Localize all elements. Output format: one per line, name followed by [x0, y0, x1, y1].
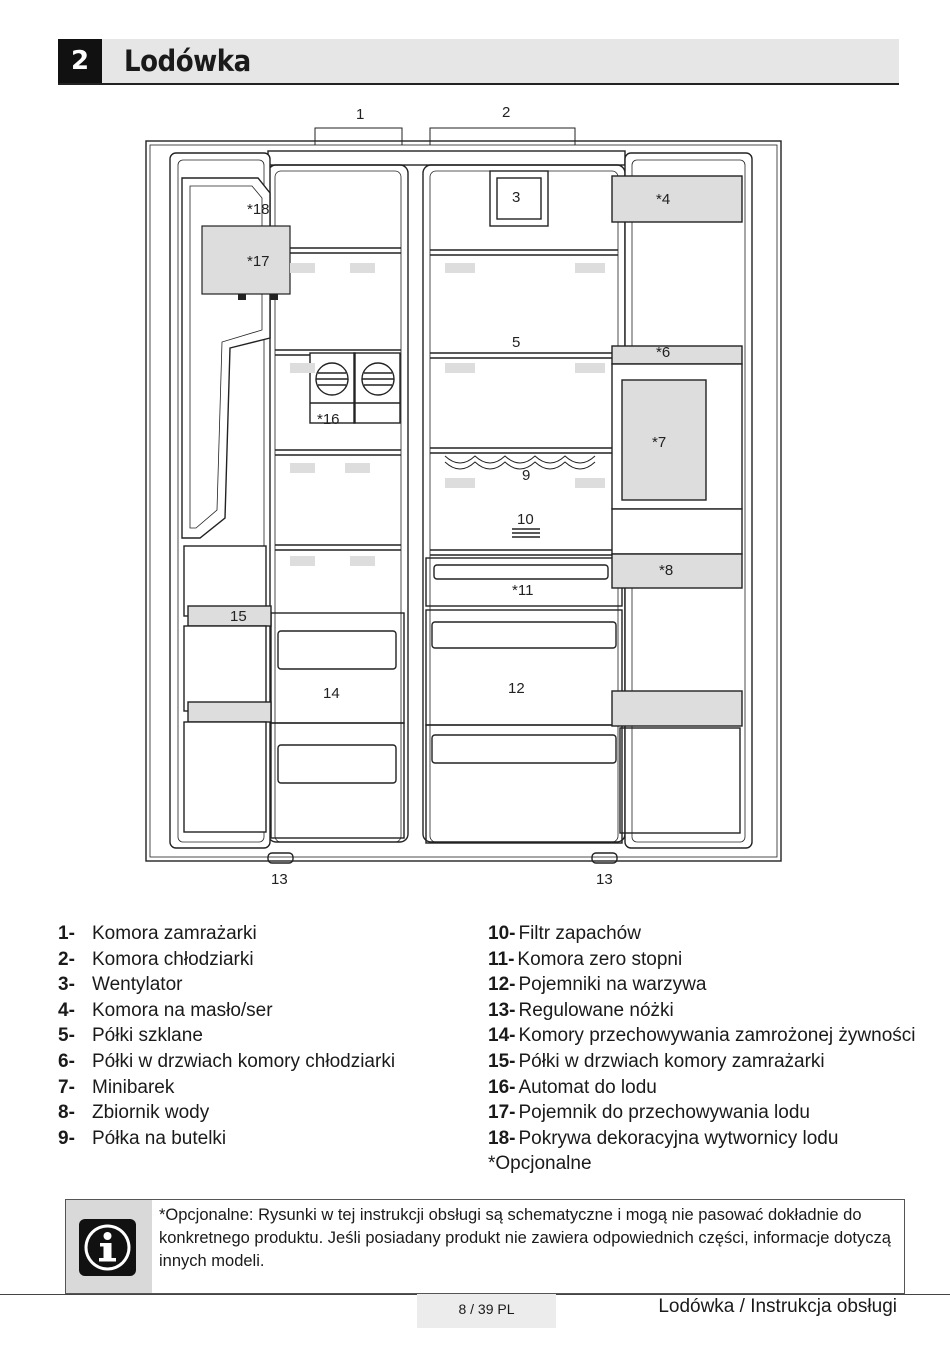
section-number: 2	[58, 39, 102, 83]
label-16: *16	[317, 411, 340, 428]
legend-item: 16-Automat do lodu	[488, 1076, 657, 1098]
label-7: *7	[652, 434, 666, 451]
note-text: *Opcjonalne: Rysunki w tej instrukcji ob…	[159, 1206, 891, 1270]
label-17: *17	[247, 253, 270, 270]
label-13a: 13	[271, 871, 288, 888]
legend-item: 13-Regulowane nóżki	[488, 999, 674, 1021]
label-15: 15	[230, 608, 247, 625]
legend-item: 14-Komory przechowywania zamrożonej żywn…	[488, 1025, 916, 1047]
info-note: *Opcjonalne: Rysunki w tej instrukcji ob…	[65, 1199, 905, 1294]
legend-item: 1-Komora zamrażarki	[58, 923, 257, 944]
info-icon-box	[66, 1200, 152, 1293]
legend-item: 7-Minibarek	[58, 1076, 175, 1098]
legend-item: 4-Komora na masło/ser	[58, 999, 273, 1021]
legend-item: 9-Półka na butelki	[58, 1127, 227, 1149]
legend-item: 15-Półki w drzwiach komory zamrażarki	[488, 1050, 825, 1072]
legend-item: 11-Komora zero stopni	[488, 948, 683, 970]
legend-item: 5-Półki szklane	[58, 1025, 203, 1047]
legend-item: 6-Półki w drzwiach komory chłodziarki	[58, 1050, 396, 1072]
legend-item: 12-Pojemniki na warzywa	[488, 974, 707, 996]
optional-note: *Opcjonalne	[488, 1153, 592, 1175]
label-12: 12	[508, 680, 525, 697]
section-title: Lodówka	[124, 44, 251, 78]
legend-item: 8-Zbiornik wody	[58, 1102, 210, 1124]
info-icon	[79, 1219, 136, 1276]
legend-item: 2-Komora chłodziarki	[58, 948, 254, 970]
section-header: 2 Lodówka	[58, 39, 899, 85]
legend-right: 10-Filtr zapachów 11-Komora zero stopni …	[488, 921, 916, 1177]
fridge-diagram: 1 2 3 *4 5 *6 *7 *8 9 10 *11 12 13 13 14…	[145, 104, 782, 888]
label-3: 3	[512, 189, 520, 206]
label-1: 1	[356, 106, 364, 123]
label-4: *4	[656, 191, 670, 208]
legend-item: 10-Filtr zapachów	[488, 923, 641, 944]
legend-item: 18-Pokrywa dekoracyjna wytwornicy lodu	[488, 1127, 839, 1149]
label-9: 9	[522, 467, 530, 484]
legend-item: 17-Pojemnik do przechowywania lodu	[488, 1102, 810, 1124]
label-14: 14	[323, 685, 340, 702]
label-18: *18	[247, 201, 270, 218]
label-11: *11	[512, 582, 533, 599]
label-6: *6	[656, 344, 670, 361]
legend-left: 1-Komora zamrażarki 2-Komora chłodziarki…	[58, 921, 395, 1151]
label-2: 2	[502, 104, 510, 121]
label-5: 5	[512, 334, 520, 351]
label-8: *8	[659, 562, 673, 579]
legend-item: 3-Wentylator	[58, 974, 183, 996]
label-13b: 13	[596, 871, 613, 888]
label-10: 10	[517, 511, 534, 528]
page-number: 8 / 39 PL	[417, 1294, 556, 1328]
footer-title: Lodówka / Instrukcja obsługi	[658, 1296, 897, 1317]
